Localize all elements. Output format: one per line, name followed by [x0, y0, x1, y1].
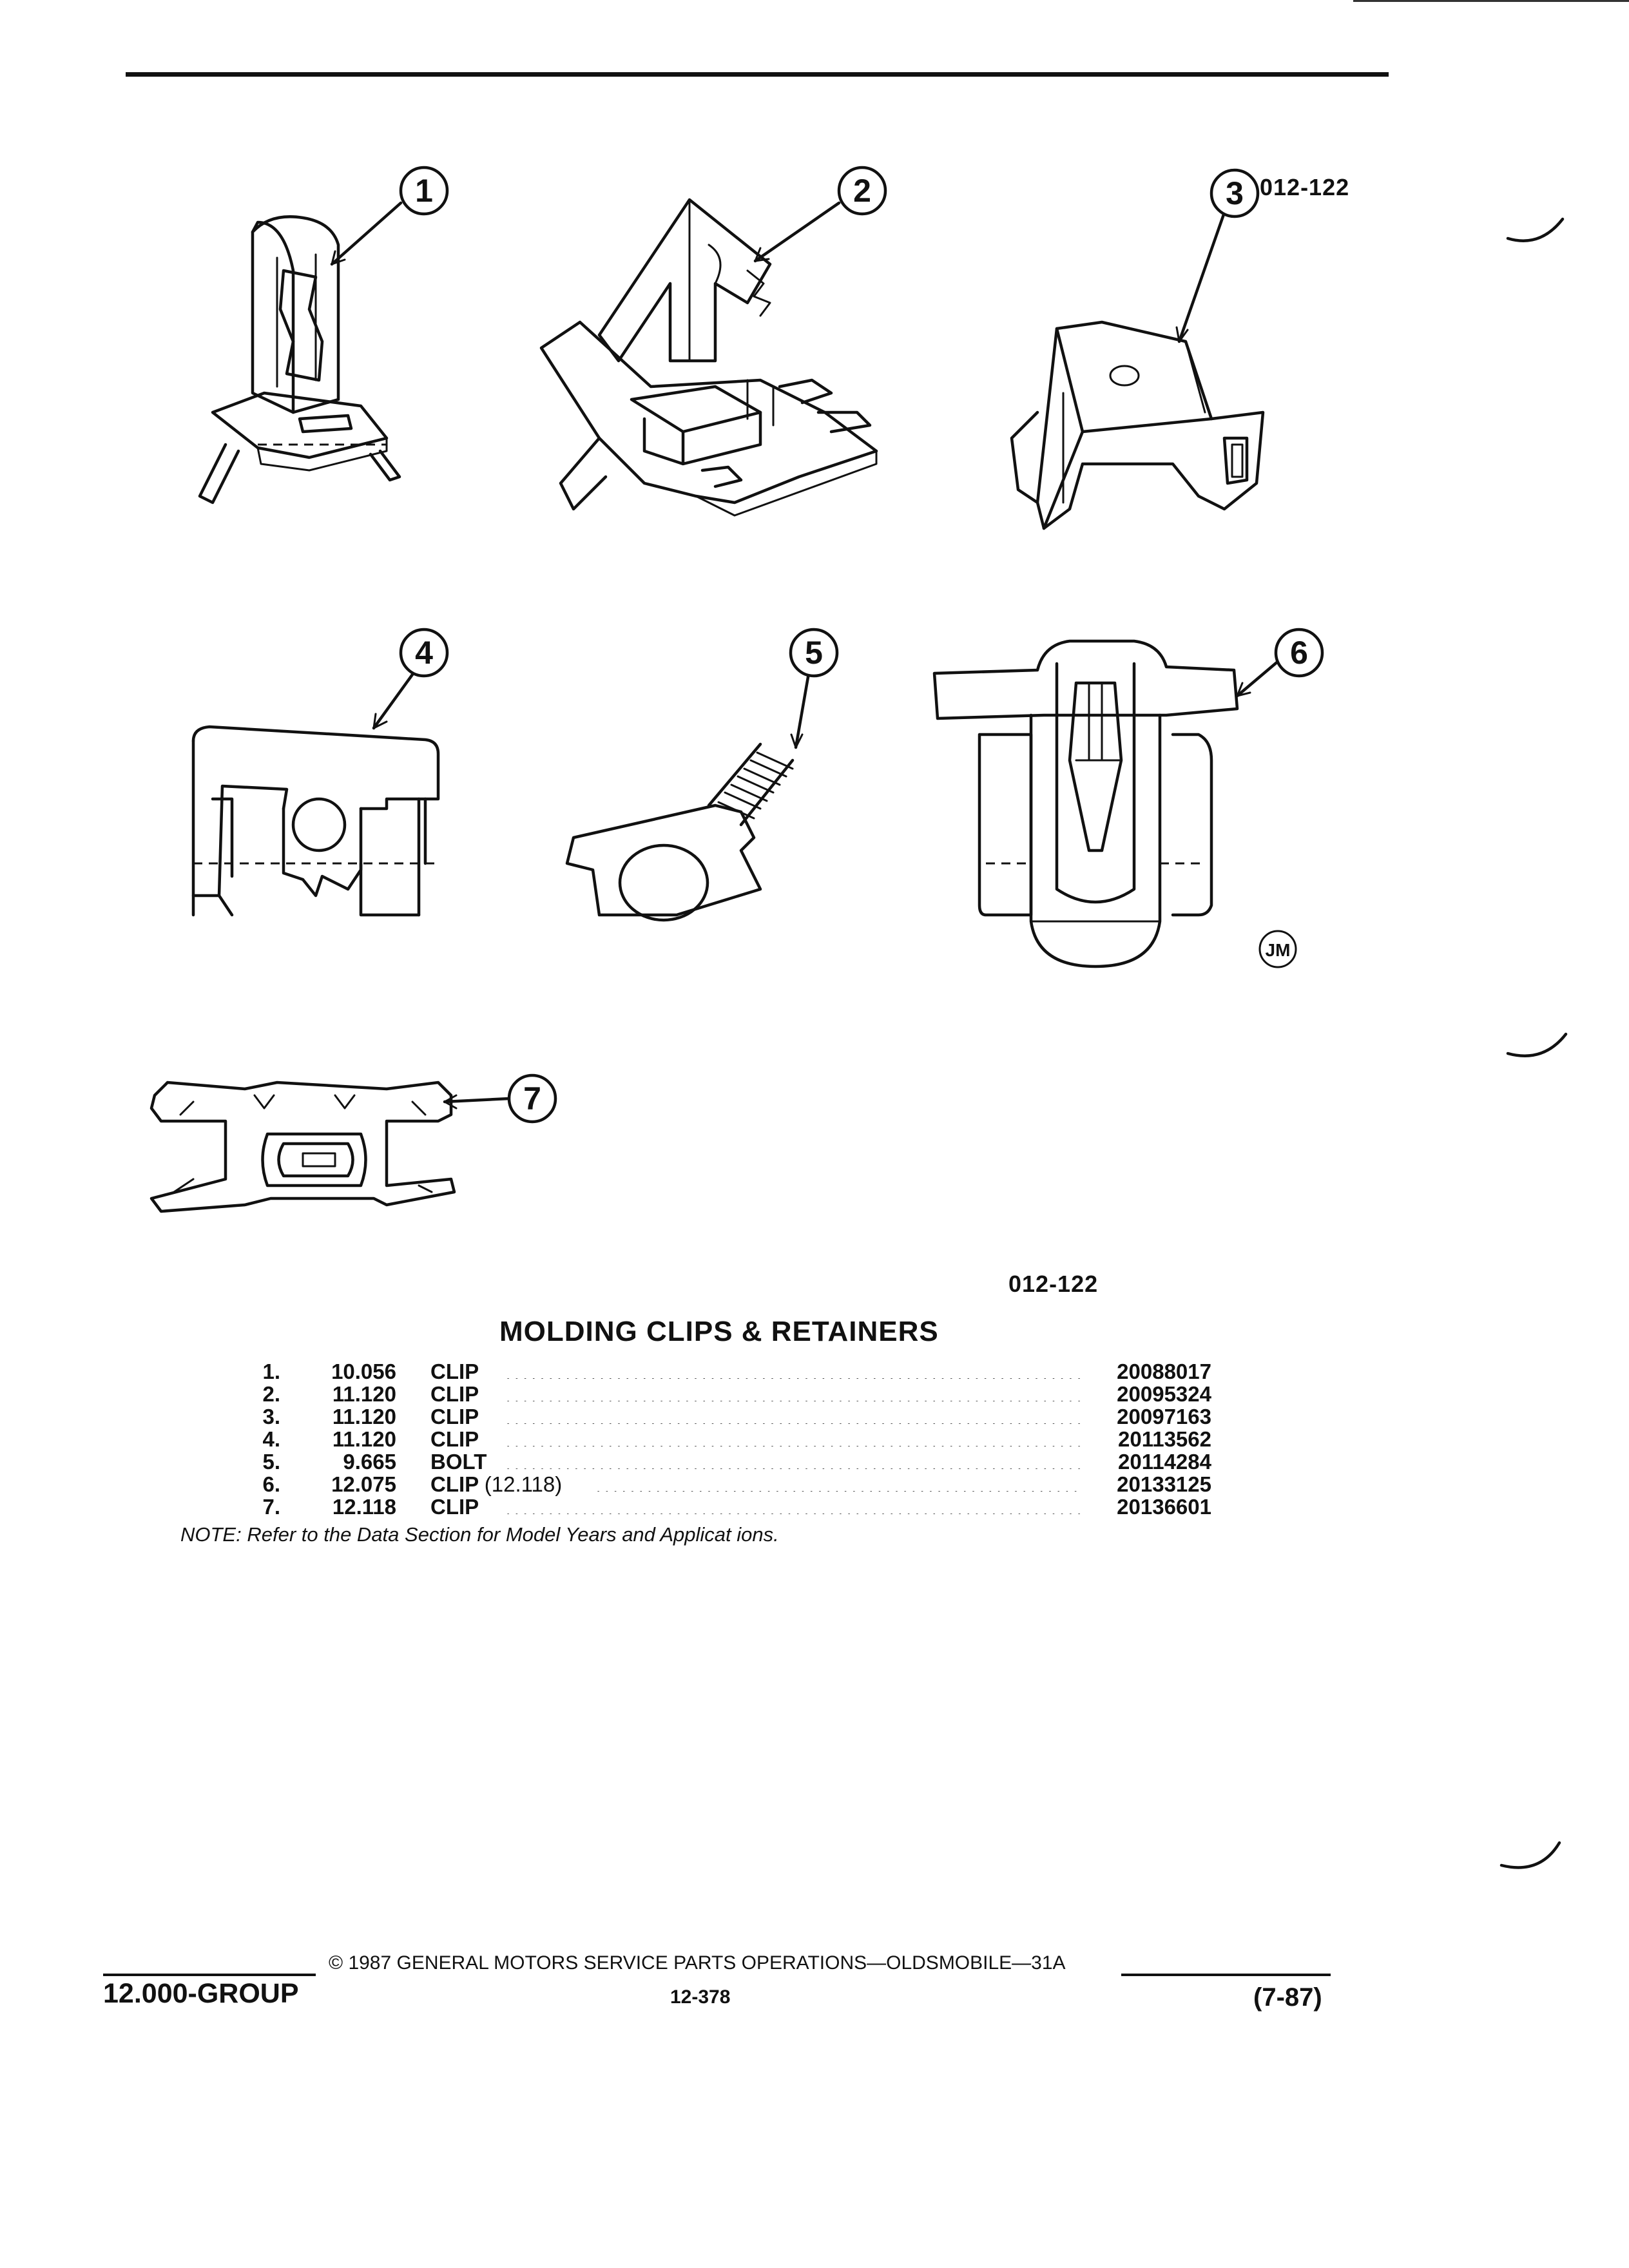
catalog-part-number: 20133125 — [1117, 1472, 1211, 1496]
catalog-part-number: 20136601 — [1117, 1495, 1211, 1519]
part-7-retainer-drawing — [149, 1081, 456, 1213]
svg-text:JM: JM — [1266, 940, 1291, 960]
catalog-part-number: 20088017 — [1117, 1360, 1211, 1383]
parts-list: 1. 10.056 CLIP .........................… — [193, 1360, 1224, 1519]
part-row: 2. 11.120 CLIP .........................… — [193, 1382, 1224, 1406]
dot-leader: ........................................… — [506, 1432, 1083, 1446]
part-description: CLIP — [430, 1427, 479, 1451]
part-description-text: CLIP — [430, 1472, 479, 1496]
callout-4: 4 — [399, 628, 449, 678]
scan-edge-line — [1353, 0, 1629, 2]
part-row: 1. 10.056 CLIP .........................… — [193, 1360, 1224, 1383]
part-6-clip-drawing — [932, 639, 1239, 968]
part-description: CLIP (12.118) — [430, 1472, 562, 1497]
part-3-clip-drawing — [1010, 320, 1265, 530]
part-4-clip-drawing — [191, 725, 440, 917]
svg-text:2: 2 — [853, 173, 871, 209]
dot-leader: ........................................… — [596, 1477, 1083, 1492]
part-number: 1. — [262, 1360, 280, 1383]
part-2-clip-drawing — [539, 198, 878, 517]
svg-text:6: 6 — [1290, 635, 1308, 671]
part-row: 4. 11.120 CLIP .........................… — [193, 1427, 1224, 1451]
dot-leader: ........................................… — [506, 1365, 1083, 1379]
catalog-part-number: 20114284 — [1117, 1450, 1211, 1474]
svg-text:4: 4 — [415, 635, 433, 671]
dot-leader: ........................................… — [506, 1455, 1083, 1469]
svg-text:5: 5 — [805, 635, 823, 671]
callout-6: 6 — [1274, 628, 1324, 678]
figure-code-bottom: 012-122 — [1008, 1271, 1099, 1297]
group-number: 11.120 — [332, 1427, 396, 1451]
group-number: 10.056 — [331, 1360, 396, 1383]
catalog-part-number: 20113562 — [1117, 1427, 1211, 1451]
group-number: 12.118 — [332, 1495, 396, 1519]
callout-7: 7 — [507, 1073, 557, 1124]
part-number: 7. — [262, 1495, 280, 1519]
group-number: 9.665 — [343, 1450, 396, 1474]
part-description: BOLT — [430, 1450, 487, 1474]
catalog-part-number: 20097163 — [1117, 1405, 1211, 1428]
part-row: 6. 12.075 CLIP (12.118) ................… — [193, 1472, 1224, 1497]
section-title: MOLDING CLIPS & RETAINERS — [499, 1316, 939, 1347]
callout-leaders — [330, 201, 1281, 1110]
part-number: 6. — [262, 1472, 280, 1496]
catalog-part-number: 20095324 — [1117, 1382, 1211, 1406]
dot-leader: ........................................… — [506, 1387, 1083, 1401]
group-number: 11.120 — [332, 1405, 396, 1428]
dot-leader: ........................................… — [506, 1410, 1083, 1424]
note-text: NOTE: Refer to the Data Section for Mode… — [180, 1523, 779, 1546]
footer-page-number: 12-378 — [670, 1986, 731, 2008]
part-number: 4. — [262, 1427, 280, 1451]
figure-code-top: 012-122 — [1260, 174, 1350, 200]
binder-marks — [1499, 217, 1568, 1869]
svg-text:1: 1 — [415, 173, 433, 209]
svg-text:7: 7 — [523, 1081, 541, 1117]
part-description: CLIP — [430, 1495, 479, 1519]
part-number: 5. — [262, 1450, 280, 1474]
footer-copyright: © 1987 GENERAL MOTORS SERVICE PARTS OPER… — [329, 1952, 1066, 1974]
artist-mark: JM — [1258, 930, 1297, 968]
part-number: 3. — [262, 1405, 280, 1428]
svg-text:3: 3 — [1226, 175, 1244, 211]
part-number: 2. — [262, 1382, 280, 1406]
footer-group-label: 12.000-GROUP — [103, 1978, 299, 2009]
part-qualifier: (12.118) — [484, 1472, 563, 1496]
part-row: 3. 11.120 CLIP .........................… — [193, 1405, 1224, 1428]
footer-rule-left — [103, 1974, 316, 1976]
part-row: 7. 12.118 CLIP .........................… — [193, 1495, 1224, 1519]
group-number: 12.075 — [331, 1472, 396, 1496]
part-5-bolt-drawing — [565, 742, 795, 922]
callout-3: 3 — [1210, 168, 1260, 218]
part-row: 5. 9.665 BOLT ..........................… — [193, 1450, 1224, 1474]
footer-rule-right — [1121, 1974, 1331, 1976]
group-number: 11.120 — [332, 1382, 396, 1406]
part-description: CLIP — [430, 1382, 479, 1406]
footer-date: (7-87) — [1253, 1983, 1322, 2012]
part-description: CLIP — [430, 1360, 479, 1383]
header-rule — [126, 72, 1389, 77]
part-1-clip-drawing — [198, 215, 401, 505]
callout-2: 2 — [837, 166, 887, 216]
part-description: CLIP — [430, 1405, 479, 1428]
callout-5: 5 — [789, 628, 839, 678]
callout-1: 1 — [399, 166, 449, 216]
dot-leader: ........................................… — [506, 1500, 1083, 1514]
